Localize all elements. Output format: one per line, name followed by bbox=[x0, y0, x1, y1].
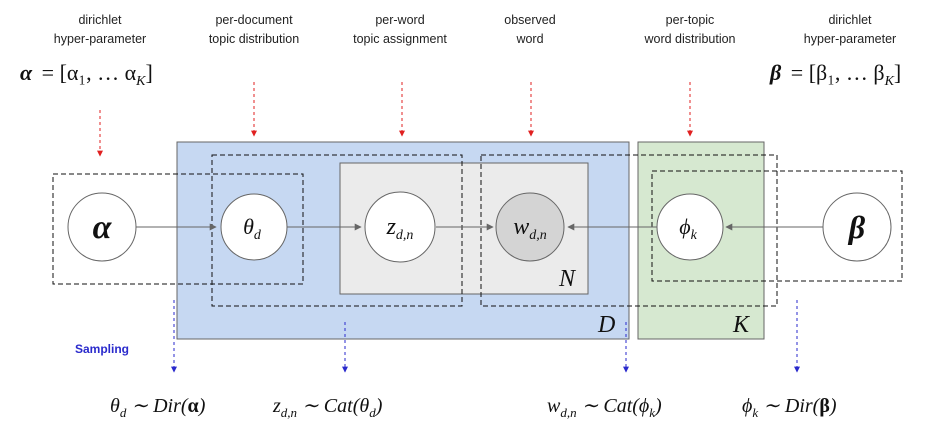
node-beta: β bbox=[822, 192, 892, 262]
svg-text:ϕk: ϕk bbox=[679, 214, 697, 243]
svg-text:hyper-parameter: hyper-parameter bbox=[54, 32, 146, 46]
caption-w: observed word bbox=[504, 13, 555, 46]
svg-text:topic assignment: topic assignment bbox=[353, 32, 447, 46]
node-alpha: α bbox=[67, 192, 137, 262]
node-z: zd,n bbox=[364, 191, 436, 263]
svg-text:topic distribution: topic distribution bbox=[209, 32, 299, 46]
plate-N-label: N bbox=[558, 266, 577, 292]
caption-beta: dirichlet hyper-parameter bbox=[804, 13, 896, 46]
sampling-label: Sampling bbox=[75, 342, 129, 356]
svg-text:zd,n: zd,n bbox=[386, 214, 414, 243]
svg-text:dirichlet: dirichlet bbox=[78, 13, 122, 27]
beta-vector: β = [β₁, … βK] bbox=[769, 60, 901, 89]
caption-z: per-word topic assignment bbox=[353, 13, 447, 46]
dashed-box-phi-beta bbox=[651, 170, 903, 282]
caption-theta: per-document topic distribution bbox=[209, 13, 299, 46]
equation-theta: θd ∼ Dir(α) bbox=[110, 395, 206, 420]
dashed-box-theta-z bbox=[211, 154, 463, 307]
plate-D-label: D bbox=[597, 312, 615, 338]
svg-text:β: β bbox=[848, 209, 866, 245]
svg-text:per-topic: per-topic bbox=[666, 13, 715, 27]
equation-w: wd,n ∼ Cat(ϕk) bbox=[547, 395, 662, 420]
svg-text:per-word: per-word bbox=[375, 13, 424, 27]
caption-alpha: dirichlet hyper-parameter bbox=[54, 13, 146, 46]
svg-text:hyper-parameter: hyper-parameter bbox=[804, 32, 896, 46]
svg-text:α: α bbox=[93, 209, 113, 246]
caption-phi: per-topic word distribution bbox=[643, 13, 735, 46]
dashed-box-alpha-theta bbox=[52, 173, 304, 285]
svg-text:word distribution: word distribution bbox=[643, 32, 735, 46]
svg-text:θd: θd bbox=[243, 214, 262, 243]
node-w-observed: wd,n bbox=[495, 192, 565, 262]
equation-phi: ϕk ∼ Dir(β) bbox=[742, 395, 837, 420]
svg-text:per-document: per-document bbox=[215, 13, 293, 27]
node-theta: θd bbox=[220, 193, 288, 261]
caption-arrows bbox=[97, 82, 693, 157]
svg-text:dirichlet: dirichlet bbox=[828, 13, 872, 27]
dashed-groups bbox=[52, 154, 903, 307]
dashed-box-w-phi bbox=[480, 154, 778, 307]
sampling-arrows bbox=[171, 300, 800, 373]
svg-text:wd,n: wd,n bbox=[513, 214, 547, 243]
svg-text:observed: observed bbox=[504, 13, 555, 27]
svg-text:word: word bbox=[515, 32, 543, 46]
equation-z: zd,n ∼ Cat(θd) bbox=[272, 395, 383, 420]
alpha-vector: α = [α₁, … αK] bbox=[20, 60, 153, 89]
plate-K-label: K bbox=[732, 312, 751, 338]
node-phi: ϕk bbox=[656, 193, 724, 261]
